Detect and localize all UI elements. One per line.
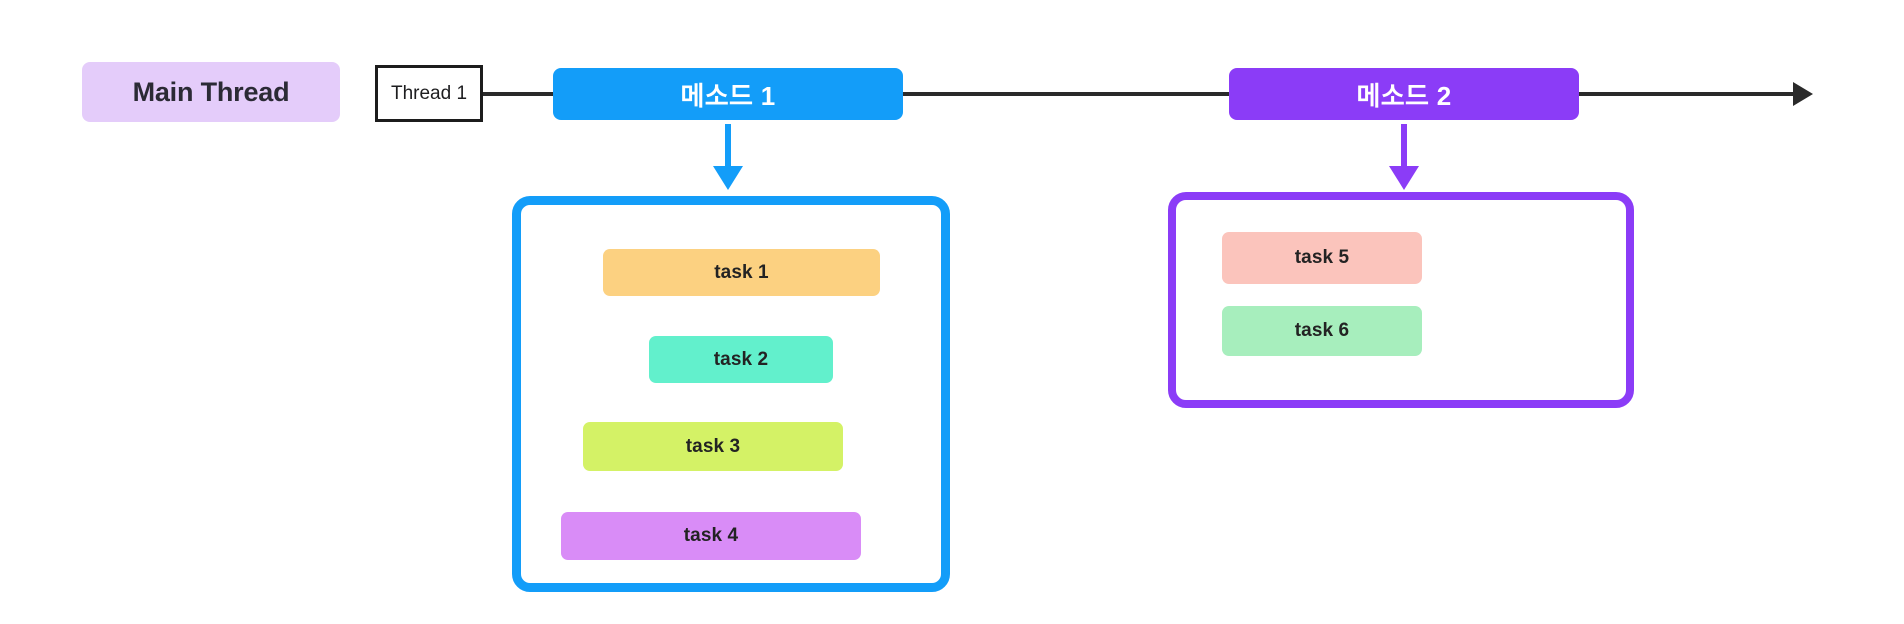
method-2-box[interactable]: 메소드 2: [1229, 68, 1579, 120]
task-chip[interactable]: task 6: [1222, 306, 1422, 356]
task-chip[interactable]: task 1: [603, 249, 880, 296]
thread-1-box: Thread 1: [375, 65, 483, 122]
arrow-down-icon-method-1: [713, 124, 743, 190]
method-2-task-group: task 5 task 6: [1168, 192, 1634, 408]
arrow-right-icon: [1793, 82, 1813, 106]
task-chip[interactable]: task 5: [1222, 232, 1422, 284]
timeline-axis: [483, 92, 1805, 96]
task-chip[interactable]: task 4: [561, 512, 861, 560]
main-thread-label: Main Thread: [82, 62, 340, 122]
method-1-task-group: task 1 task 2 task 3 task 4: [512, 196, 950, 592]
task-chip[interactable]: task 3: [583, 422, 843, 471]
arrow-down-icon-method-2: [1389, 124, 1419, 190]
method-1-box[interactable]: 메소드 1: [553, 68, 903, 120]
task-chip[interactable]: task 2: [649, 336, 833, 383]
